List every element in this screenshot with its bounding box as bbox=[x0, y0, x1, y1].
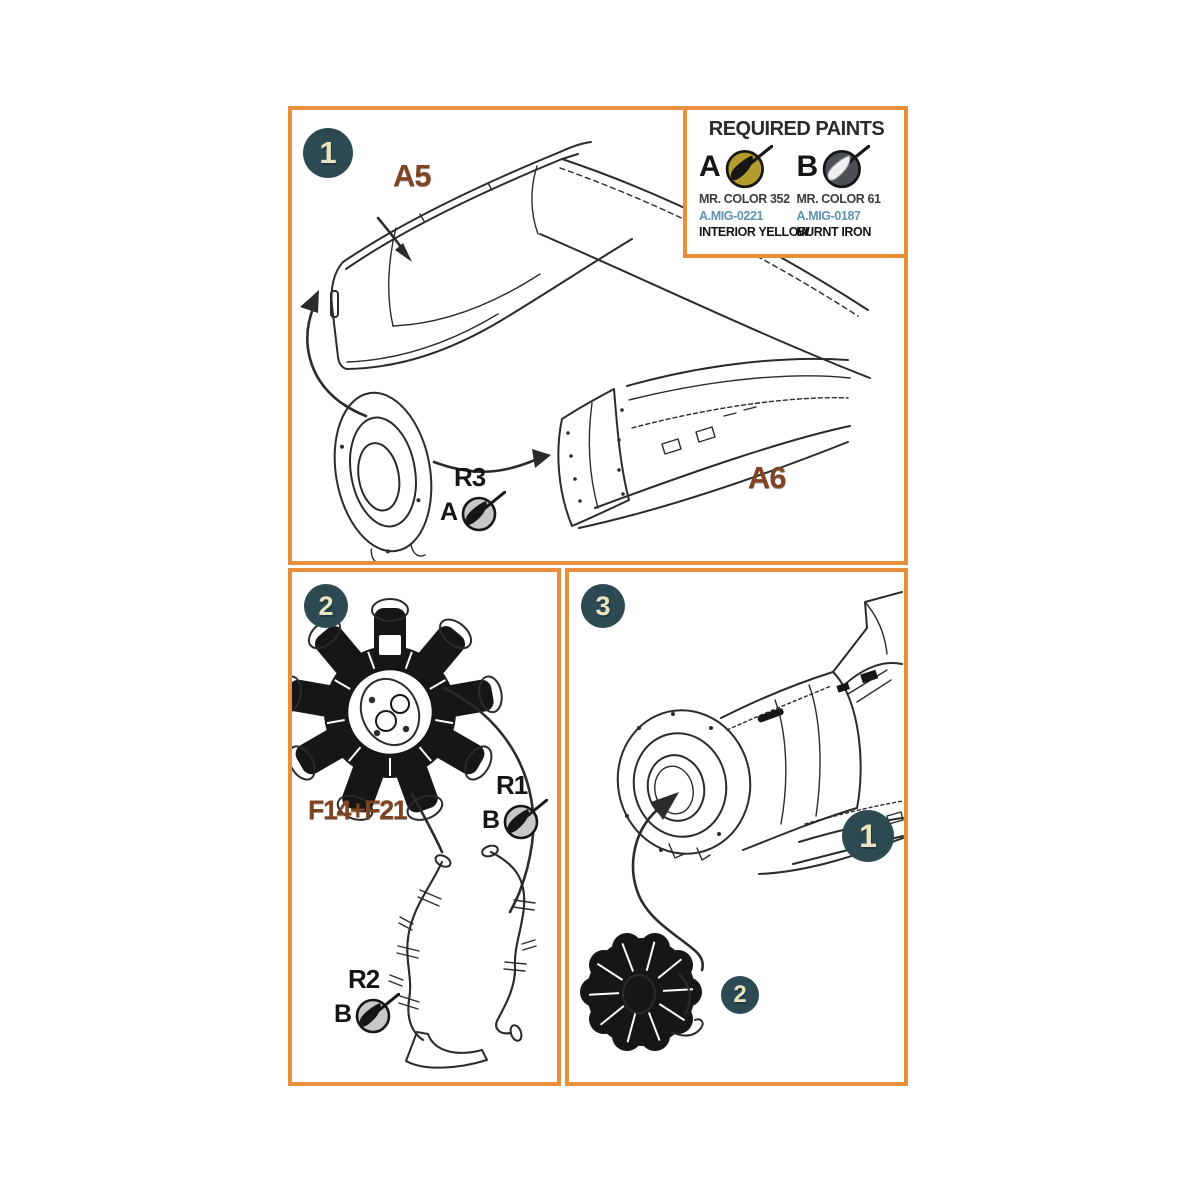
callout-paint-letter: B bbox=[334, 999, 353, 1028]
step-3-badge: 3 bbox=[581, 584, 625, 628]
step-2-panel: 2 F14+F21 R1 B R2 B bbox=[288, 568, 561, 1086]
step-1-line-art bbox=[300, 141, 871, 561]
step-3-line-art bbox=[580, 591, 904, 1051]
step-2-badge: 2 bbox=[304, 584, 348, 628]
paint-callout-r2: R2 B bbox=[334, 964, 401, 1035]
paint-a-letter: A bbox=[699, 150, 721, 183]
callout-ref-r2: R2 bbox=[348, 964, 380, 994]
step-1-badge: 1 bbox=[303, 128, 353, 178]
assembly-ref-badge-2: 2 bbox=[721, 976, 759, 1014]
paint-a-mr-code: MR. COLOR 352 bbox=[699, 192, 790, 206]
paint-a-name: INTERIOR YELLOW bbox=[699, 225, 810, 239]
callout-ref-r3: R3 bbox=[454, 462, 486, 492]
paint-a-column: A MR. COLOR 352 A.MIG-0221 INTERIOR YELL… bbox=[699, 143, 810, 241]
paint-b-brush-icon bbox=[822, 145, 871, 189]
callout-paint-letter: A bbox=[440, 497, 459, 526]
step-3-panel: 3 1 2 bbox=[565, 568, 908, 1086]
paint-brush-icon bbox=[503, 799, 549, 840]
part-label-a5: A5 bbox=[393, 158, 432, 193]
callout-ref-r1: R1 bbox=[496, 770, 528, 800]
callout-paint-letter: B bbox=[482, 805, 501, 834]
paint-b-name: BURNT IRON bbox=[796, 225, 872, 239]
paint-callout-r3: R3 A bbox=[440, 462, 507, 533]
required-paints-title: REQUIRED PAINTS bbox=[708, 118, 885, 140]
paint-b-column: B MR. COLOR 61 A.MIG-0187 BURNT IRON bbox=[797, 143, 895, 241]
part-label-f14-f21: F14+F21 bbox=[308, 795, 408, 825]
paint-brush-icon bbox=[461, 491, 507, 532]
paint-brush-icon bbox=[355, 993, 401, 1034]
assembly-ref-badge-1: 1 bbox=[842, 810, 894, 862]
paint-a-amig-code: A.MIG-0221 bbox=[699, 208, 764, 223]
part-label-a6: A6 bbox=[748, 460, 787, 495]
paint-b-mr-code: MR. COLOR 61 bbox=[796, 192, 882, 206]
paint-b-letter: B bbox=[796, 150, 819, 183]
required-paints-box: REQUIRED PAINTS A MR. COLOR 352 A.MIG-02… bbox=[683, 106, 908, 258]
paint-callout-r1: R1 B bbox=[482, 770, 549, 841]
paint-b-amig-code: A.MIG-0187 bbox=[796, 208, 861, 223]
paint-a-brush-icon bbox=[725, 145, 773, 189]
step-2-line-art bbox=[292, 598, 537, 1069]
